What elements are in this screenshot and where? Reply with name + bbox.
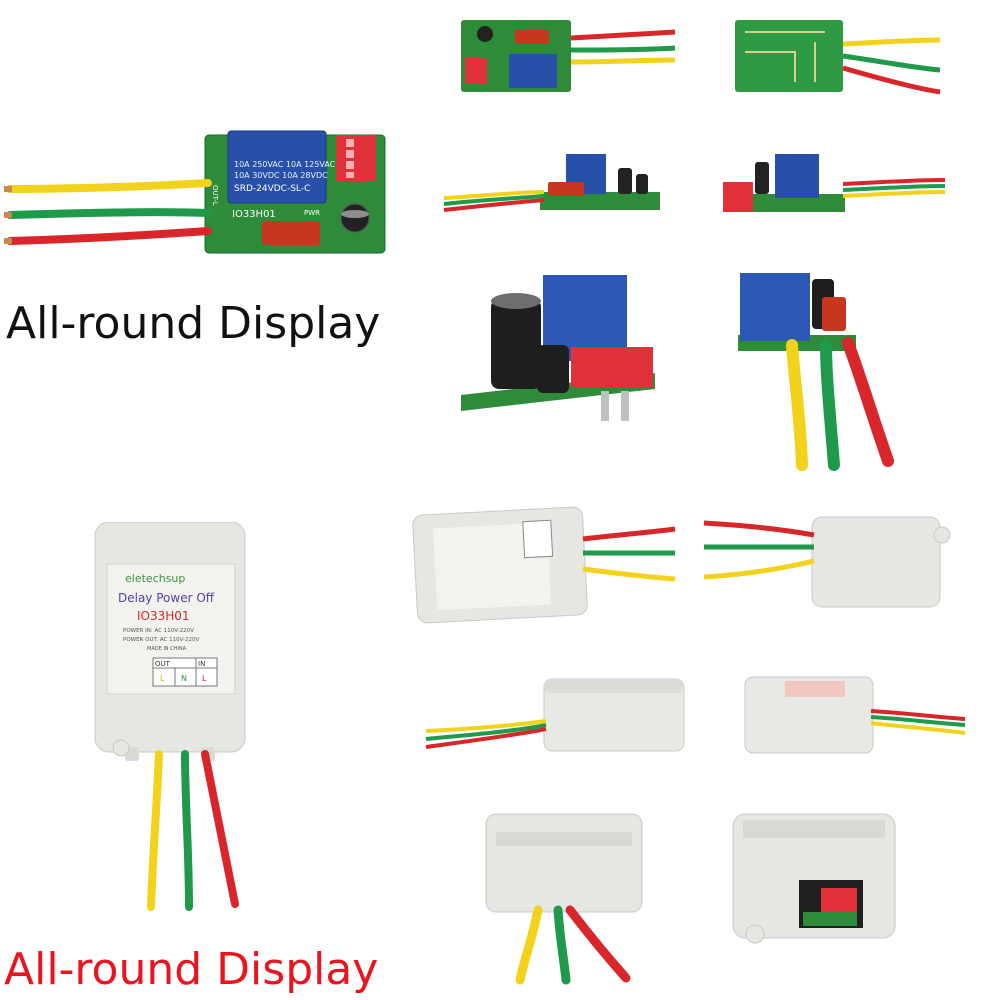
terminal-l-in: L: [202, 674, 207, 683]
pcb-module-large-photo: 10A 250VAC 10A 125VAC 10A 30VDC 10A 28VD…: [4, 130, 386, 254]
pcb-view-side-right: [723, 154, 946, 212]
enclosure-made-in-text: MADE IN CHINA: [147, 646, 187, 652]
enclosure-title-text: Delay Power Off: [118, 591, 215, 605]
enclosure-model-text: IO33H01: [137, 609, 190, 623]
enclosure-large-photo: eletechsup Delay Power Off IO33H01 POWER…: [94, 522, 246, 911]
enclosure-table-in: IN: [198, 660, 205, 668]
relay-ratings-text-2: 10A 30VDC 10A 28VDC: [234, 171, 328, 180]
silkscreen-pwr-text: PWR: [304, 209, 320, 217]
silkscreen-out-text: OUT-L: [211, 185, 219, 206]
enclosure-power-in-text: POWER IN: AC 110V-220V: [123, 628, 194, 634]
pcb-view-top: [461, 20, 676, 92]
silkscreen-model-text: IO33H01: [232, 209, 276, 220]
enclosure-brand-text: eletechsup: [125, 572, 185, 585]
enclosure-view-back: [703, 516, 951, 608]
enclosure-view-bottom-wires: [485, 813, 643, 985]
caption-top: All-round Display: [6, 298, 381, 349]
enclosure-view-underside: [732, 813, 896, 944]
pcb-view-bottom: [735, 20, 941, 95]
enclosure-power-out-text: POWER OUT: AC 110V-220V: [123, 637, 200, 643]
enclosure-view-side-right: [744, 676, 966, 754]
pcb-view-side-left: [443, 154, 660, 212]
relay-ratings-text: 10A 250VAC 10A 125VAC: [234, 160, 336, 169]
enclosure-view-front: [412, 506, 676, 624]
pcb-closeup-angle-left: [461, 275, 655, 421]
terminal-n: N: [181, 674, 187, 683]
caption-bottom: All-round Display: [4, 944, 379, 995]
enclosure-table-out: OUT: [155, 660, 171, 668]
relay-model-text: SRD-24VDC-SL-C: [234, 184, 310, 194]
pcb-closeup-wires-up: [738, 273, 894, 471]
enclosure-view-side-left: [425, 678, 685, 752]
terminal-l-out: L: [160, 674, 165, 683]
